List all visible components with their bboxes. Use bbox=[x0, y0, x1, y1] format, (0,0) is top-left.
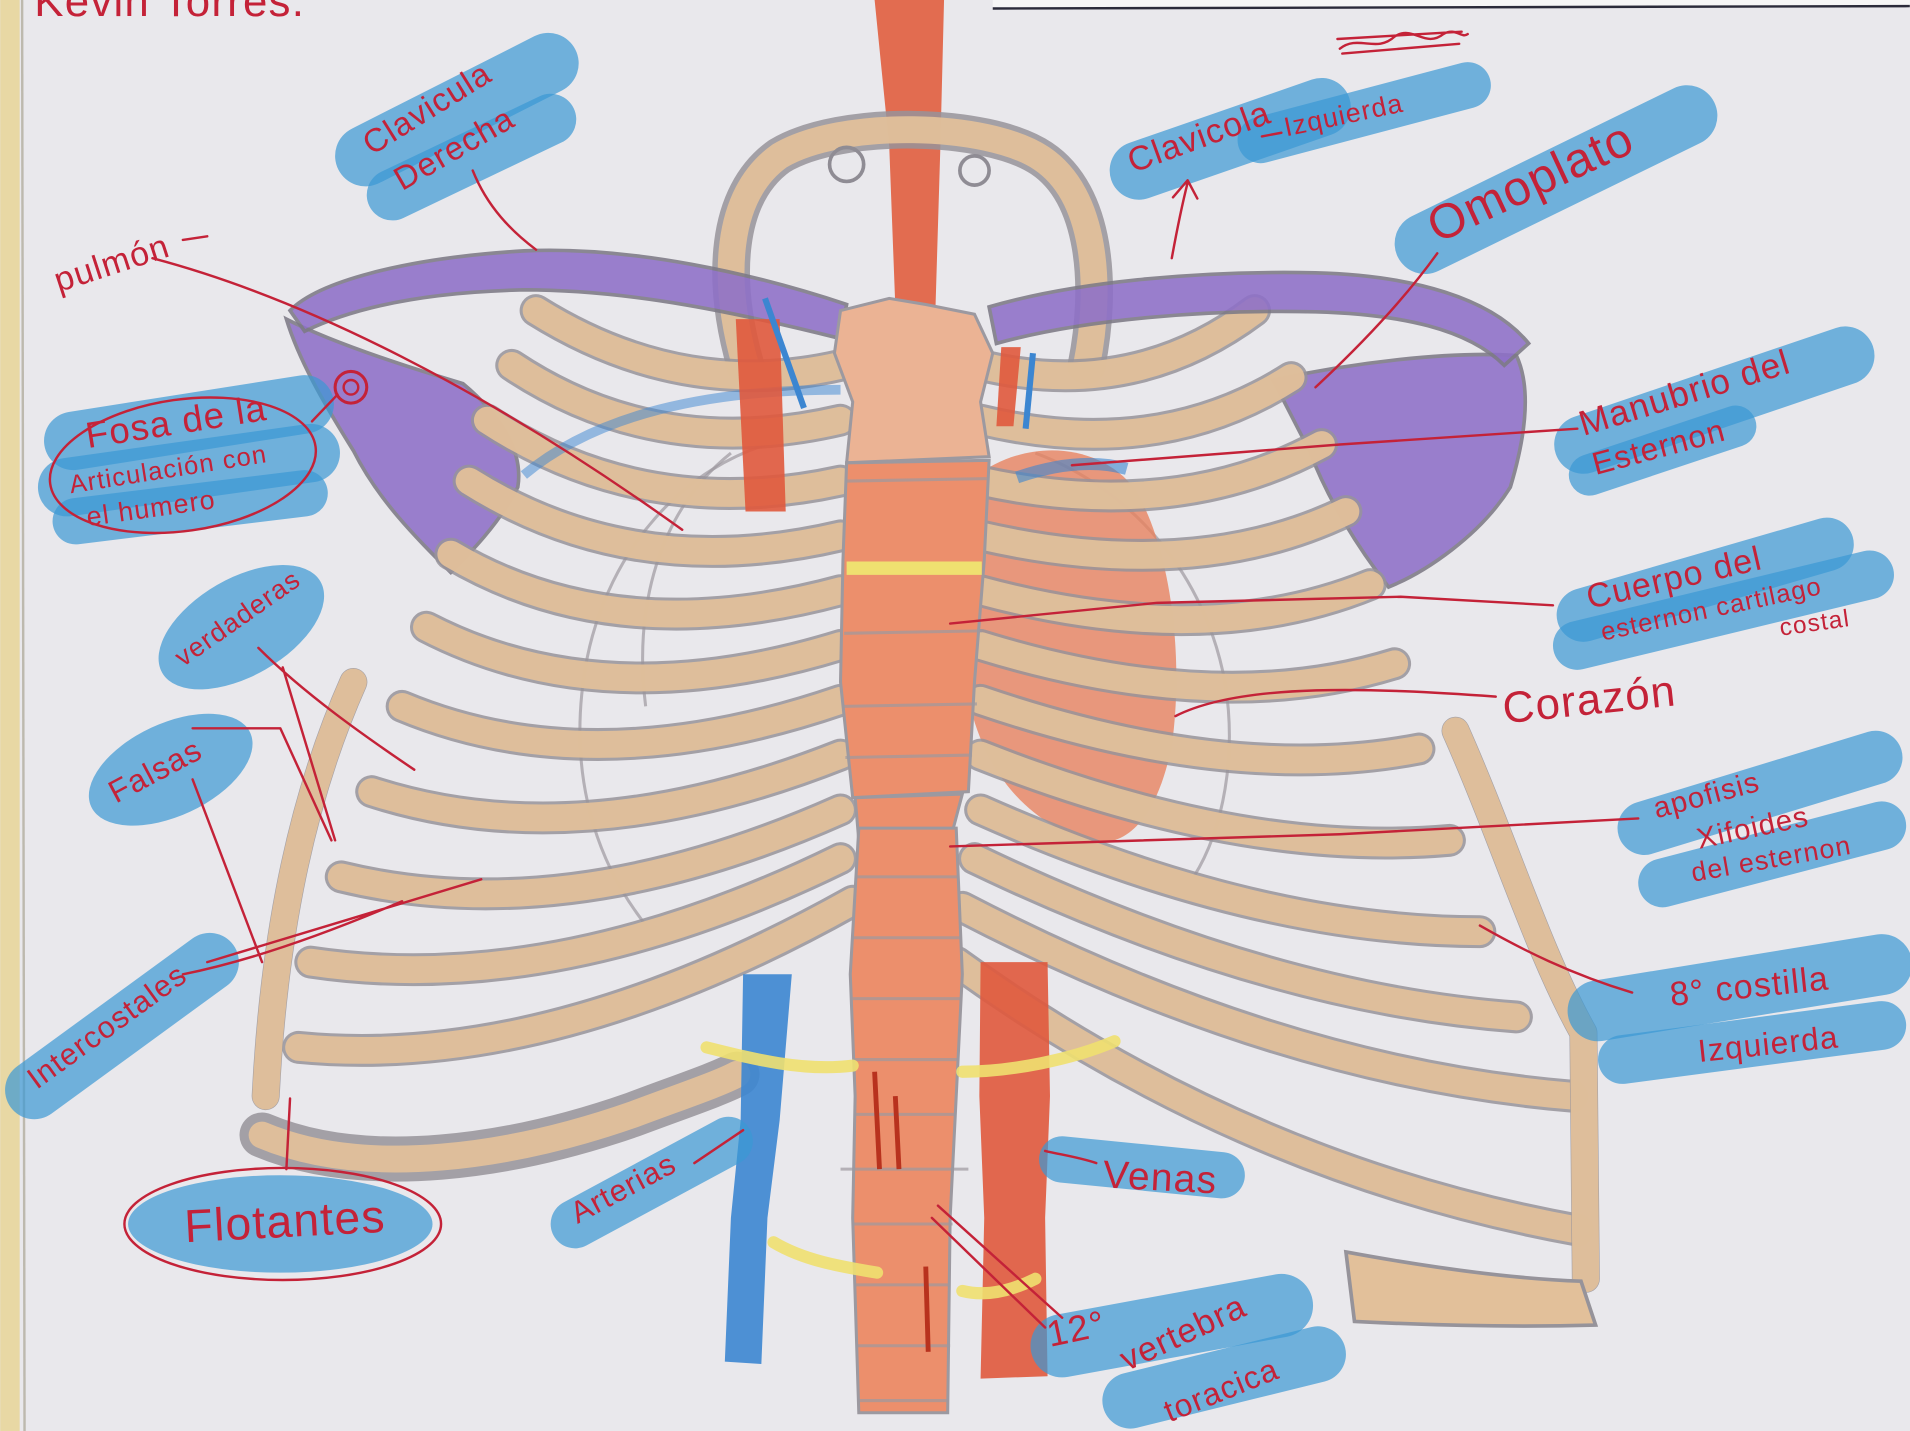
costal-cartilage-band bbox=[847, 561, 982, 574]
manubrium bbox=[834, 298, 992, 462]
paper-edge-left bbox=[0, 0, 19, 1431]
label-flotantes: Flotantes bbox=[183, 1190, 387, 1252]
vertebral-body bbox=[850, 828, 962, 1413]
sternum bbox=[834, 298, 992, 867]
sternum-body bbox=[841, 460, 990, 797]
vertebral-column bbox=[841, 828, 969, 1413]
label-venas: Venas bbox=[1102, 1153, 1219, 1202]
aorta bbox=[979, 962, 1050, 1379]
author-name: Kevin Torres. bbox=[34, 0, 305, 26]
